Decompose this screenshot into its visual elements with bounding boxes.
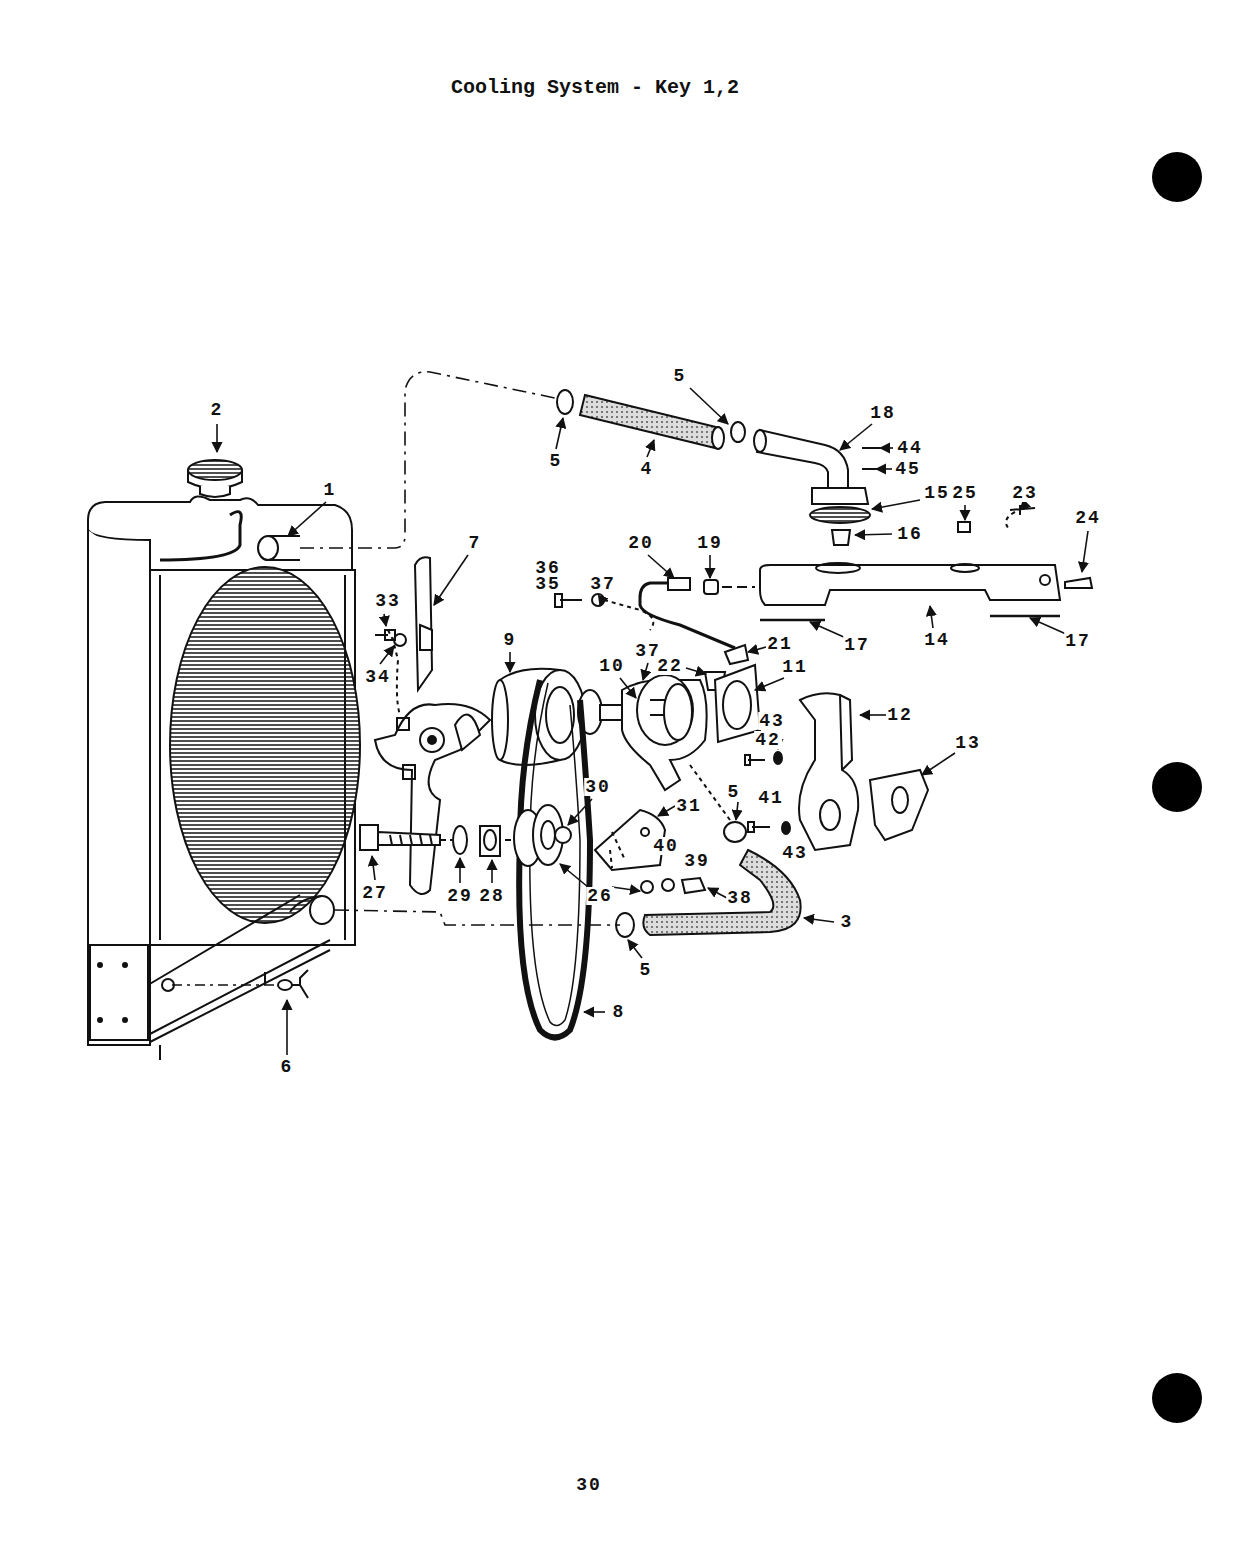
callout-number: 6 [280, 1058, 295, 1076]
callout-number: 12 [886, 706, 914, 724]
callout-number: 3 [840, 913, 855, 931]
callout-number: 43 [758, 712, 786, 730]
callout-number: 24 [1074, 509, 1102, 527]
callout-number: 30 [584, 778, 612, 796]
callout-number: 27 [361, 884, 389, 902]
callout-number: 13 [954, 734, 982, 752]
callout-number: 29 [446, 887, 474, 905]
callout-number: 33 [374, 592, 402, 610]
callout-number: 4 [640, 460, 655, 478]
callout-number: 18 [869, 404, 897, 422]
callout-number: 45 [894, 460, 922, 478]
callout-number: 21 [766, 635, 794, 653]
callout-number: 23 [1011, 484, 1039, 502]
callout-number: 40 [652, 837, 680, 855]
callout-number: 2 [210, 401, 225, 419]
callout-number: 43 [781, 844, 809, 862]
page-number: 30 [575, 1476, 603, 1494]
callout-number: 35 [534, 575, 562, 593]
callout-number: 7 [468, 534, 483, 552]
callout-number: 5 [639, 961, 654, 979]
callout-number: 34 [364, 668, 392, 686]
page-title: Cooling System - Key 1,2 [451, 76, 739, 99]
callout-number: 9 [503, 631, 518, 649]
callout-number: 10 [598, 657, 626, 675]
callout-number: 14 [923, 631, 951, 649]
callout-number: 20 [627, 534, 655, 552]
callout-number: 17 [1064, 632, 1092, 650]
callout-number: 17 [843, 636, 871, 654]
callout-number: 44 [896, 439, 924, 457]
callout-number: 37 [589, 575, 617, 593]
callout-number: 28 [478, 887, 506, 905]
callout-number: 11 [781, 658, 809, 676]
callout-number: 16 [896, 525, 924, 543]
callout-number: 19 [696, 534, 724, 552]
callout-number: 39 [683, 852, 711, 870]
callout-number: 31 [675, 797, 703, 815]
callout-number: 8 [612, 1003, 627, 1021]
callout-number: 25 [951, 484, 979, 502]
callout-number: 41 [757, 789, 785, 807]
callout-number: 42 [754, 731, 782, 749]
callout-number: 26 [586, 887, 614, 905]
callout-number: 15 [923, 484, 951, 502]
callout-number: 5 [727, 783, 742, 801]
callout-number: 1 [323, 481, 338, 499]
callout-number: 5 [673, 367, 688, 385]
callout-number: 38 [726, 889, 754, 907]
callout-number: 22 [656, 657, 684, 675]
callout-number: 5 [549, 452, 564, 470]
